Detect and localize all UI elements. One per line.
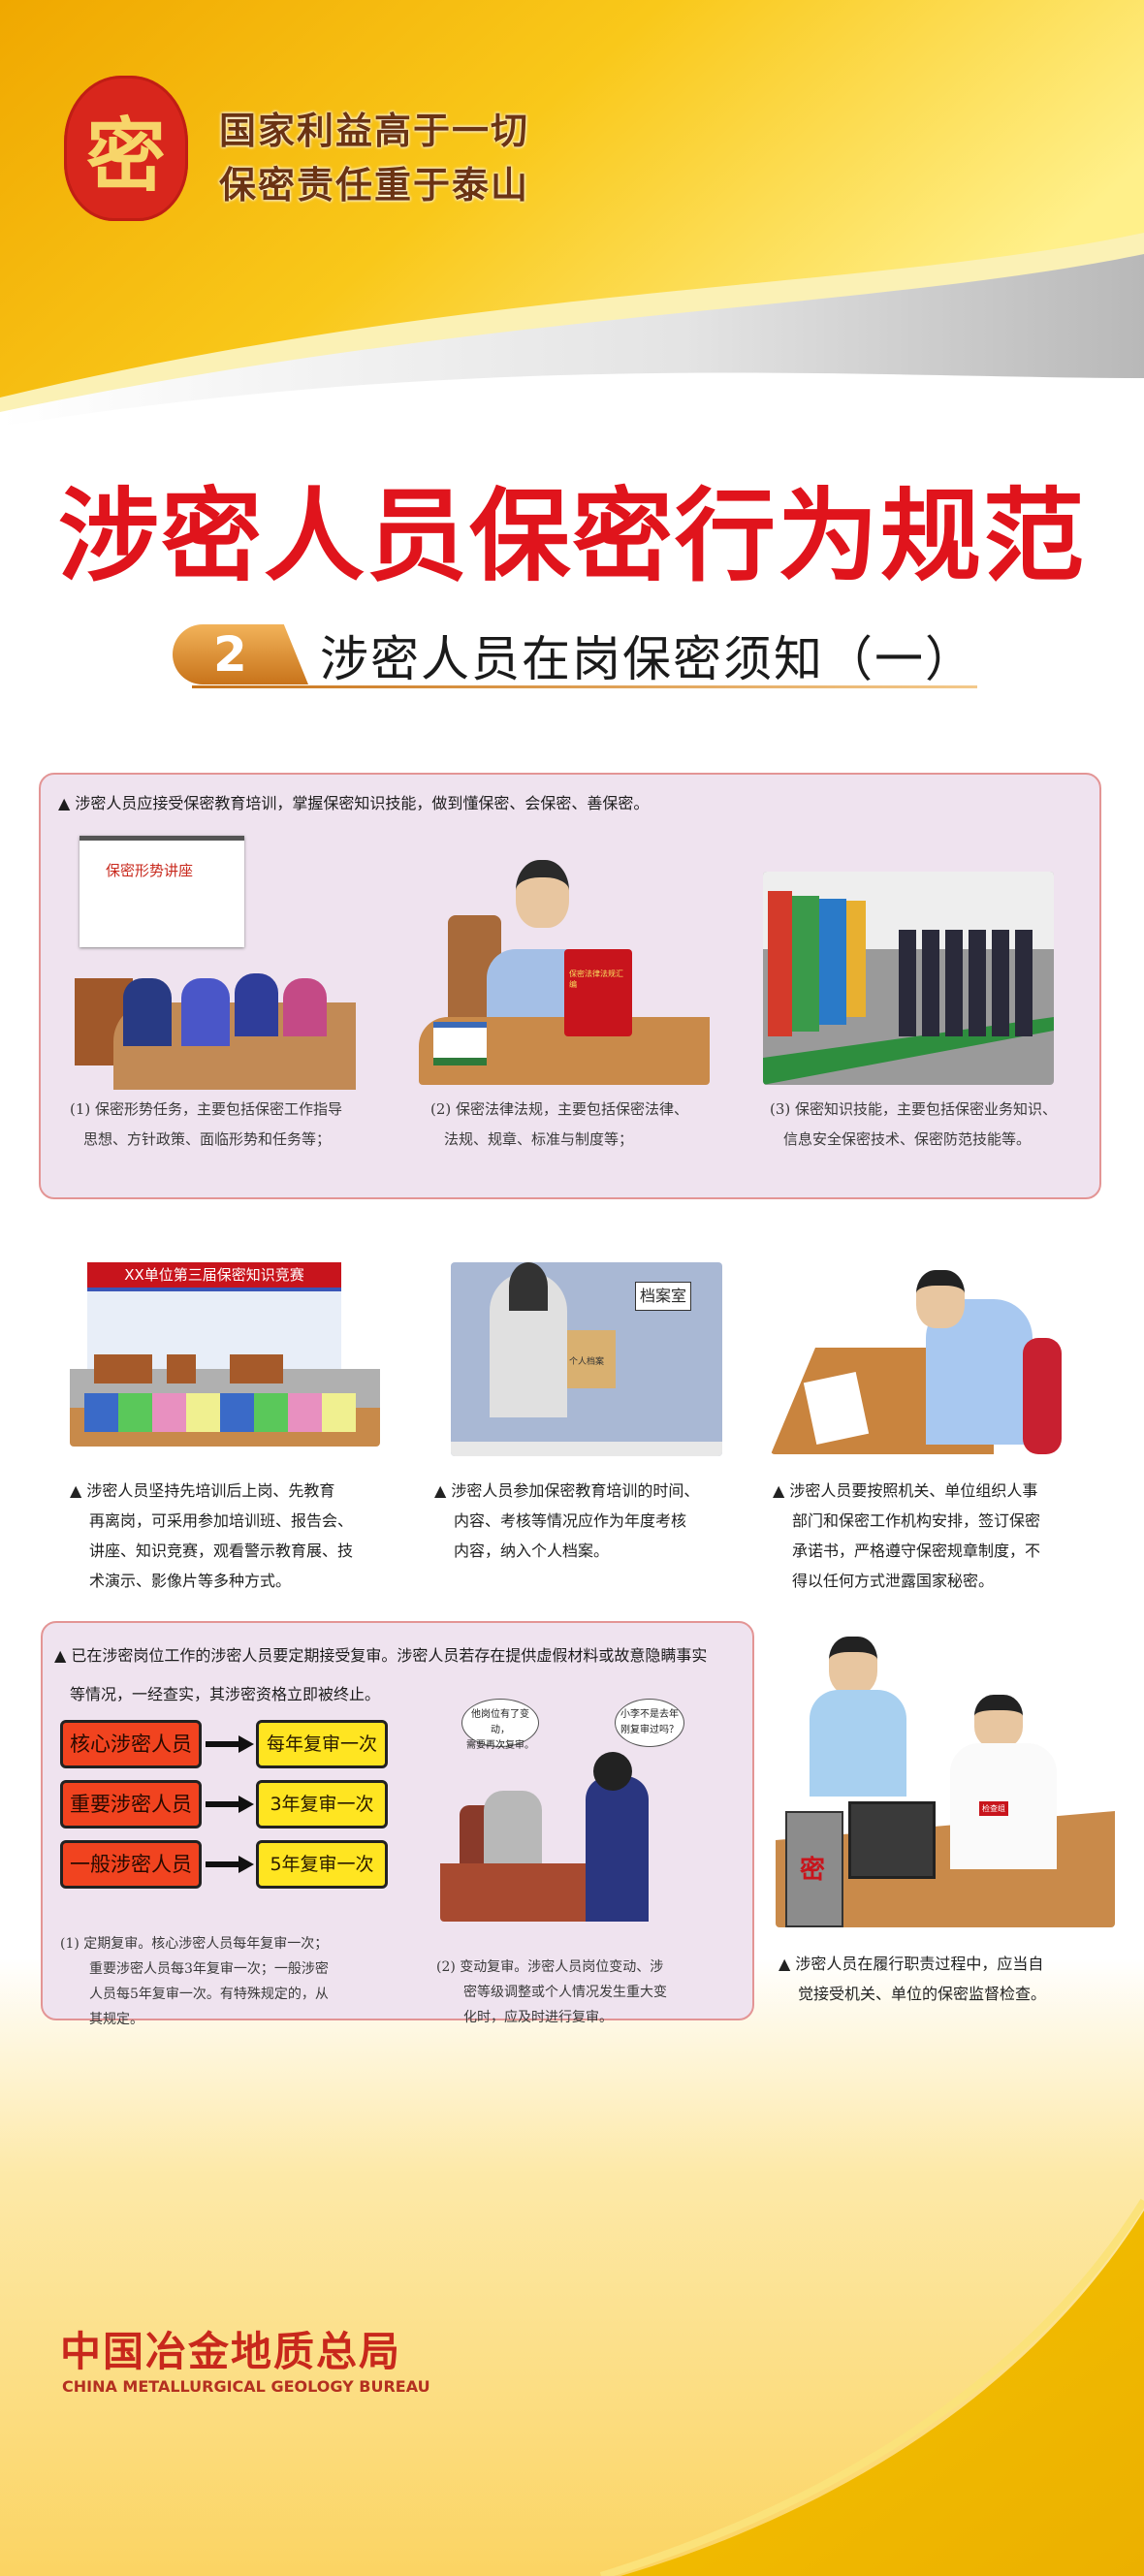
personal-file-label: 个人档案 bbox=[569, 1357, 605, 1367]
slogan-line-2: 保密责任重于泰山 bbox=[219, 164, 530, 207]
illustration-quiz-contest: XX单位第三届保密知识竞赛 bbox=[70, 1262, 380, 1447]
training-caption-1: (1) 保密形势任务，主要包括保密工作指导思想、方针政策、面临形势和任务等； bbox=[70, 1100, 343, 1148]
archive-caption: ▲ 涉密人员参加保密教育培训的时间、内容、考核等情况应作为年度考核内容，纳入个人… bbox=[434, 1481, 700, 1560]
flow-frequency: 3年复审一次 bbox=[256, 1780, 388, 1829]
training-caption-2: (2) 保密法律法规，主要包括保密法律、法规、规章、标准与制度等； bbox=[430, 1100, 689, 1148]
review-intro-line-2: 等情况，一经查实，其涉密资格立即被终止。 bbox=[70, 1685, 381, 1703]
change-review-caption: (2) 变动复审。涉密人员岗位变动、涉密等级调整或个人情况发生重大变化时，应及时… bbox=[436, 1959, 667, 2025]
organization-name-en: CHINA METALLURGICAL GEOLOGY BUREAU bbox=[62, 2377, 430, 2396]
book-title: 保密法律法规汇编 bbox=[569, 970, 623, 989]
arrow-right-icon bbox=[206, 1856, 254, 1873]
contest-banner: XX单位第三届保密知识竞赛 bbox=[87, 1262, 341, 1288]
header-gold-swoosh-background bbox=[0, 0, 1144, 427]
review-flowchart: 核心涉密人员 每年复审一次 重要涉密人员 3年复审一次 一般涉密人员 5年复审一… bbox=[60, 1720, 388, 1889]
subtitle-text: 涉密人员在岗保密须知（一） bbox=[320, 631, 975, 687]
flow-row: 重要涉密人员 3年复审一次 bbox=[60, 1780, 388, 1829]
training-intro: ▲ 涉密人员应接受保密教育培训，掌握保密知识技能，做到懂保密、会保密、善保密。 bbox=[58, 794, 650, 812]
inspection-caption: ▲ 涉密人员在履行职责过程中，应当自觉接受机关、单位的保密监督检查。 bbox=[779, 1955, 1047, 2003]
section-number-badge: 2 bbox=[173, 624, 308, 684]
illustration-lecture: 保密形势讲座 bbox=[65, 833, 375, 1095]
flow-row: 一般涉密人员 5年复审一次 bbox=[60, 1840, 388, 1889]
illustration-exhibition bbox=[763, 872, 1054, 1085]
flow-role: 重要涉密人员 bbox=[60, 1780, 202, 1829]
flow-frequency: 5年复审一次 bbox=[256, 1840, 388, 1889]
classified-mark: 密 bbox=[800, 1856, 826, 1885]
training-panel: ▲ 涉密人员应接受保密教育培训，掌握保密知识技能，做到懂保密、会保密、善保密。 … bbox=[39, 773, 1101, 1199]
page-title: 涉密人员保密行为规范 bbox=[57, 476, 1086, 595]
illustration-inspection: 密 检查组 bbox=[776, 1637, 1115, 1927]
inspection-badge: 检查组 bbox=[979, 1801, 1008, 1816]
illustration-reading-law: 保密法律法规汇编 bbox=[419, 852, 710, 1085]
arrow-right-icon bbox=[206, 1735, 254, 1753]
flow-row: 核心涉密人员 每年复审一次 bbox=[60, 1720, 388, 1768]
footer-gold-background bbox=[0, 1958, 1144, 2576]
arrow-right-icon bbox=[206, 1796, 254, 1813]
illustration-review-meeting: 他岗位有了变动，需要再次复审。 小李不是去年刚复审过吗？ bbox=[440, 1699, 692, 1922]
subtitle-underline bbox=[192, 685, 977, 688]
review-intro-line-1: ▲ 已在涉密岗位工作的涉密人员要定期接受复审。涉密人员若存在提供虚假材料或故意隐… bbox=[54, 1646, 708, 1665]
archive-room-sign: 档案室 bbox=[635, 1282, 691, 1311]
illustration-signing-pledge bbox=[771, 1270, 1081, 1454]
speech-bubble-right: 小李不是去年刚复审过吗？ bbox=[615, 1699, 684, 1747]
review-panel: ▲ 已在涉密岗位工作的涉密人员要定期接受复审。涉密人员若存在提供虚假材料或故意隐… bbox=[41, 1621, 754, 2027]
screen-title: 保密形势讲座 bbox=[106, 862, 194, 879]
section-subtitle: 2 涉密人员在岗保密须知（一） bbox=[173, 620, 977, 690]
speech-bubble-left: 他岗位有了变动，需要再次复审。 bbox=[461, 1699, 539, 1751]
flow-role: 核心涉密人员 bbox=[60, 1720, 202, 1768]
secrecy-seal-logo: 密 bbox=[64, 76, 188, 221]
slogan-line-1: 国家利益高于一切 bbox=[219, 110, 530, 152]
training-caption-3: (3) 保密知识技能，主要包括保密业务知识、信息安全保密技术、保密防范技能等。 bbox=[770, 1100, 1058, 1148]
contest-caption: ▲ 涉密人员坚持先培训后上岗、先教育再离岗，可采用参加培训班、报告会、讲座、知识… bbox=[70, 1481, 354, 1590]
flow-frequency: 每年复审一次 bbox=[256, 1720, 388, 1768]
periodic-review-caption: (1) 定期复审。核心涉密人员每年复审一次；重要涉密人员每3年复审一次；一般涉密… bbox=[60, 1936, 329, 2027]
organization-name-cn: 中国冶金地质总局 bbox=[60, 2328, 402, 2375]
flow-role: 一般涉密人员 bbox=[60, 1840, 202, 1889]
pledge-caption: ▲ 涉密人员要按照机关、单位组织人事部门和保密工作机构安排，签订保密承诺书，严格… bbox=[773, 1481, 1041, 1590]
